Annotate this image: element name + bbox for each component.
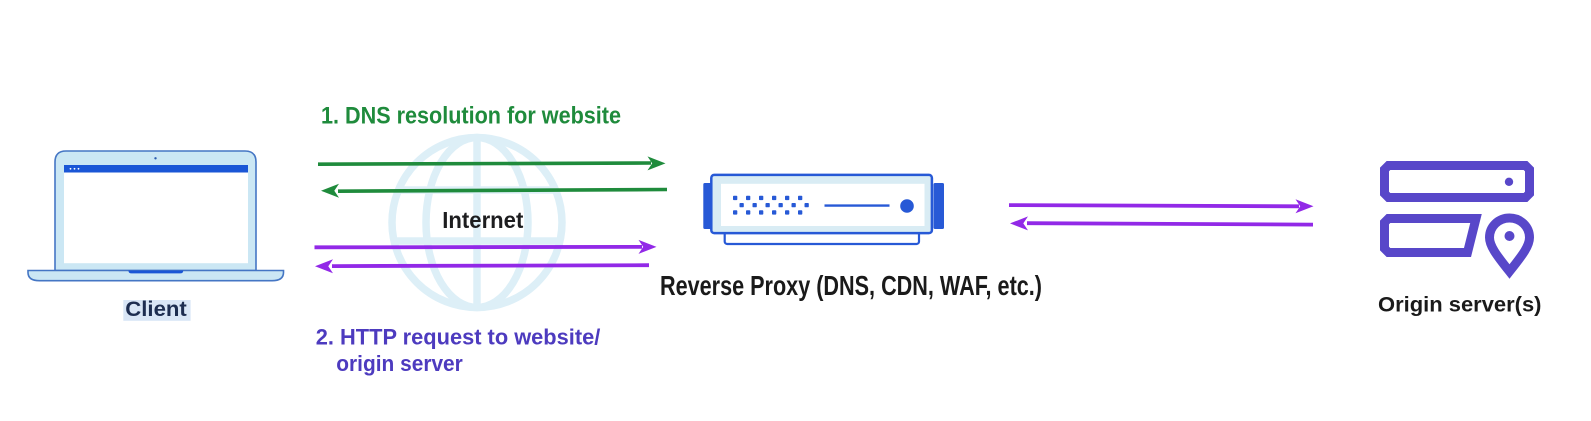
svg-text:origin server: origin server [336, 351, 463, 376]
svg-text:1. DNS resolution for website: 1. DNS resolution for website [321, 103, 621, 130]
svg-text:Reverse Proxy (DNS, CDN, WAF,: Reverse Proxy (DNS, CDN, WAF, etc.) [660, 270, 1042, 301]
svg-text:Origin server(s): Origin server(s) [1378, 292, 1542, 316]
svg-text:Client: Client [125, 298, 187, 321]
svg-text:Internet: Internet [442, 207, 523, 233]
svg-text:2. HTTP request to website/: 2. HTTP request to website/ [316, 325, 601, 350]
